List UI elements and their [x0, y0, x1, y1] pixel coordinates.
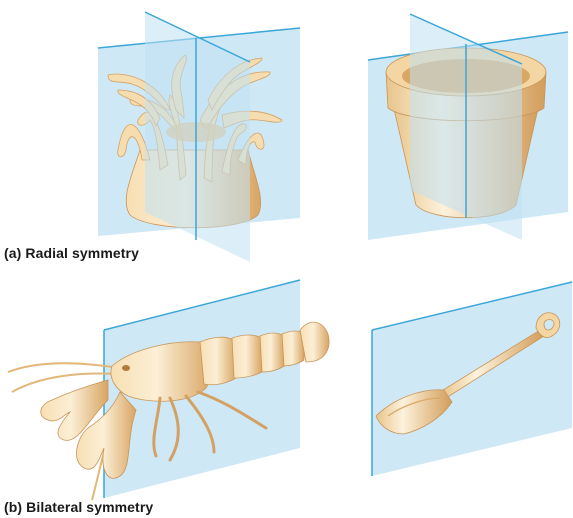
flower-pot-illustration: [368, 14, 568, 240]
lobster-eye: [122, 365, 130, 371]
sea-anemone-illustration: [98, 12, 300, 262]
caption-radial-symmetry: (a) Radial symmetry: [4, 245, 139, 261]
lobster-illustration: [8, 280, 329, 500]
shovel-illustration: [372, 282, 572, 476]
caption-bilateral-symmetry: (b) Bilateral symmetry: [4, 499, 153, 515]
lobster-claws: [41, 380, 136, 478]
